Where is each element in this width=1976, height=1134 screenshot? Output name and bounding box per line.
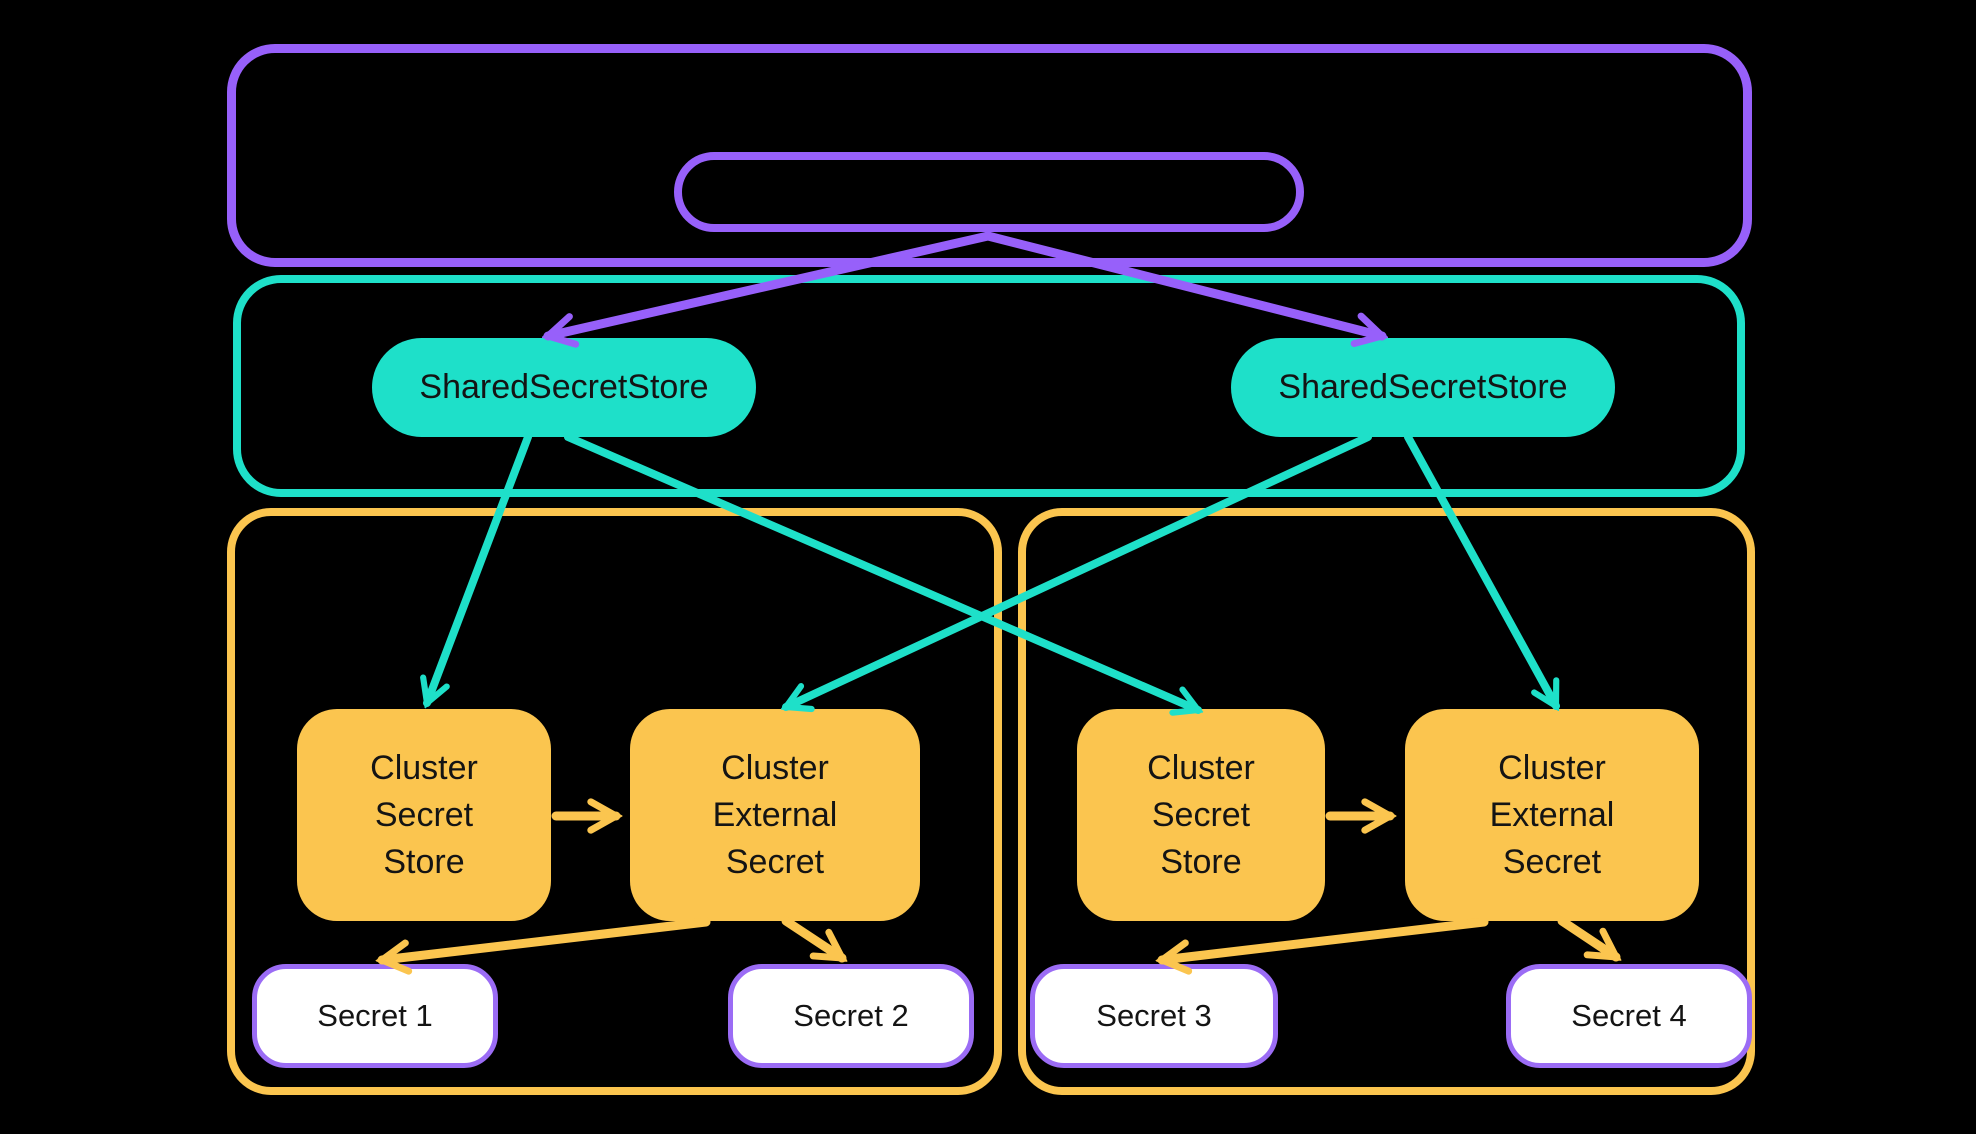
cluster-external-secret-left-node: Cluster External Secret: [630, 709, 920, 921]
node-label: Secret 3: [1096, 998, 1212, 1033]
node-label-line: Store: [1160, 842, 1242, 881]
node-label-line: Cluster: [1498, 748, 1606, 787]
secret-4-node: Secret 4: [1506, 964, 1752, 1068]
cluster-secret-store-right-node: Cluster Secret Store: [1077, 709, 1325, 921]
cluster-secret-store-left-node: Cluster Secret Store: [297, 709, 551, 921]
node-label-line: Secret: [1502, 842, 1602, 881]
node-label-line: External: [1489, 795, 1615, 834]
node-label-line: Secret: [725, 842, 825, 881]
node-label: SharedSecretStore: [419, 368, 709, 406]
secret-1-node: Secret 1: [252, 964, 498, 1068]
shared-secret-store-right-node: SharedSecretStore: [1231, 338, 1615, 437]
node-label-line: Store: [383, 842, 465, 881]
secret-3-node: Secret 3: [1030, 964, 1278, 1068]
secret-2-node: Secret 2: [728, 964, 974, 1068]
right-cluster-container: [1018, 508, 1755, 1095]
node-label-line: Cluster: [721, 748, 829, 787]
node-label: SharedSecretStore: [1278, 368, 1568, 406]
central-pill: [674, 152, 1304, 232]
node-label: Secret 4: [1571, 998, 1687, 1033]
node-label-line: Secret: [374, 795, 474, 834]
cluster-external-secret-right-node: Cluster External Secret: [1405, 709, 1699, 921]
node-label-line: Cluster: [1147, 748, 1255, 787]
node-label: Secret 1: [317, 998, 433, 1033]
node-label-line: Cluster: [370, 748, 478, 787]
shared-secret-store-left-node: SharedSecretStore: [372, 338, 756, 437]
node-label-line: External: [712, 795, 838, 834]
node-label-line: Secret: [1151, 795, 1251, 834]
node-label: Secret 2: [793, 998, 909, 1033]
